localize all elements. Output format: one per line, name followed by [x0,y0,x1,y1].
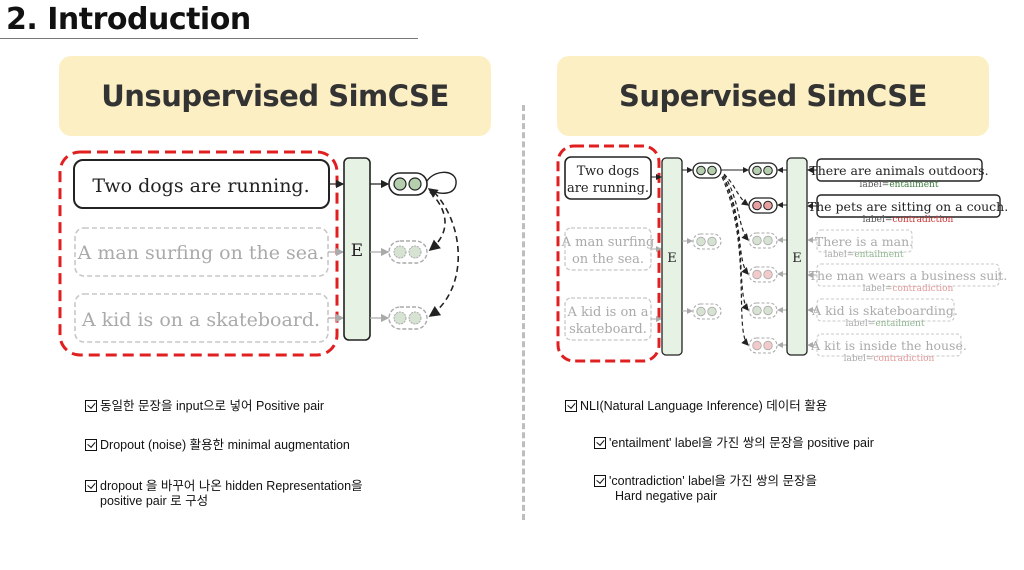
pair-sentence-box: There are animals outdoors. [809,158,989,182]
bullet-text: 'entailment' label을 가진 쌍의 문장을 positive p… [609,436,874,450]
input-sentence-box: A kid is on a skateboard. [564,297,652,341]
pair-embedding-capsule [748,162,778,179]
bullet-item: 'contradiction' label을 가진 쌍의 문장을 Hard ne… [594,474,817,504]
sentence-text: A man surfing on the sea. [77,242,325,264]
checkbox-icon [85,480,97,492]
sentence-box: Two dogs are running. [73,159,330,209]
pair-label: label=entailment [846,319,925,329]
checkbox-icon [85,400,97,412]
encoder-label: E [351,241,363,261]
pair-sentence-text: The man wears a business suit. [809,268,1008,283]
pair-label: label=contradiction [844,354,935,364]
pair-sentence-text: A kid is skateboarding. [811,303,958,318]
encoder-block [343,157,371,341]
sentence-line: skateboard. [569,322,647,337]
pair-sentence-box: A kit is inside the house. [810,333,967,357]
pair-embedding-capsule [748,232,778,249]
slide-title: 2. Introduction [6,2,251,37]
pair-sentence-box: The man wears a business suit. [809,263,1008,287]
bullet-text: 동일한 문장을 input으로 넣어 Positive pair [100,399,325,413]
sentence-line: on the sea. [572,252,644,267]
bullet-text: positive pair 로 구성 [100,494,209,508]
bullet-text-block: 'contradiction' label을 가진 쌍의 문장을 Hard ne… [609,474,817,504]
checkbox-icon [594,475,606,487]
embedding-capsule [388,240,428,264]
pair-embedding-capsule [748,337,778,354]
title-underline [0,38,418,39]
checkbox-icon [85,439,97,451]
embedding-capsule [388,172,428,196]
encoder-block [786,157,808,356]
embedding-capsule [388,306,428,330]
pair-sentence-text: The pets are sitting on a couch. [808,199,1008,214]
encoder-label: E [792,251,802,266]
unsupervised-banner: Unsupervised SimCSE [59,56,491,136]
pair-label: label=entailment [825,250,904,260]
sentence-box: A kid is on a skateboard. [74,293,329,343]
bullet-text: dropout 을 바꾸어 나온 hidden Representation을 [100,479,363,493]
sentence-line: Two dogs [577,164,639,179]
bullet-item: 'entailment' label을 가진 쌍의 문장을 positive p… [594,436,874,451]
highlight-box [556,144,661,363]
input-sentence-box: Two dogs are running. [564,156,652,200]
bullet-item: dropout 을 바꾸어 나온 hidden Representation을 … [85,479,363,509]
checkbox-icon [594,437,606,449]
pair-label: label=contradiction [863,284,954,294]
pair-sentence-box: A kid is skateboarding. [811,298,958,322]
pair-label: label=contradiction [863,215,954,225]
pair-sentence-text: There is a man. [815,234,913,249]
pair-sentence-box: The pets are sitting on a couch. [808,194,1008,218]
bullet-text-block: dropout 을 바꾸어 나온 hidden Representation을 … [100,479,363,509]
pair-embedding-capsule [748,197,778,214]
bullet-item: 동일한 문장을 input으로 넣어 Positive pair [85,399,324,414]
sentence-line: are running. [567,181,649,196]
sentence-text: A kid is on a skateboard. [81,309,320,331]
sentence-line: A man surfing [561,235,655,250]
bullet-text: Dropout (noise) 활용한 minimal augmentation [100,438,350,452]
pair-embedding-capsule [748,302,778,319]
pair-sentence-box: There is a man. [815,229,913,253]
pair-embedding-capsule [748,266,778,283]
pair-sentence-text: A kit is inside the house. [810,338,967,353]
embedding-capsule [692,303,722,320]
section-divider [522,105,525,520]
pair-sentence-text: There are animals outdoors. [809,163,988,178]
encoder-label: E [667,251,677,266]
pair-label: label=entailment [860,180,939,190]
sentence-text: Two dogs are running. [92,175,309,197]
embedding-capsule [692,162,722,179]
input-sentence-box: A man surfing on the sea. [561,227,655,271]
sentence-line: A kid is on a [566,305,648,320]
encoder-block [661,157,683,356]
bullet-text: Hard negative pair [615,489,718,503]
checkbox-icon [565,400,577,412]
bullet-text: NLI(Natural Language Inference) 데이터 활용 [580,399,828,413]
supervised-banner: Supervised SimCSE [557,56,989,136]
bullet-item: Dropout (noise) 활용한 minimal augmentation [85,438,350,453]
embedding-capsule [692,233,722,250]
bullet-text: 'contradiction' label을 가진 쌍의 문장을 [609,474,817,488]
bullet-item: NLI(Natural Language Inference) 데이터 활용 [565,399,827,414]
